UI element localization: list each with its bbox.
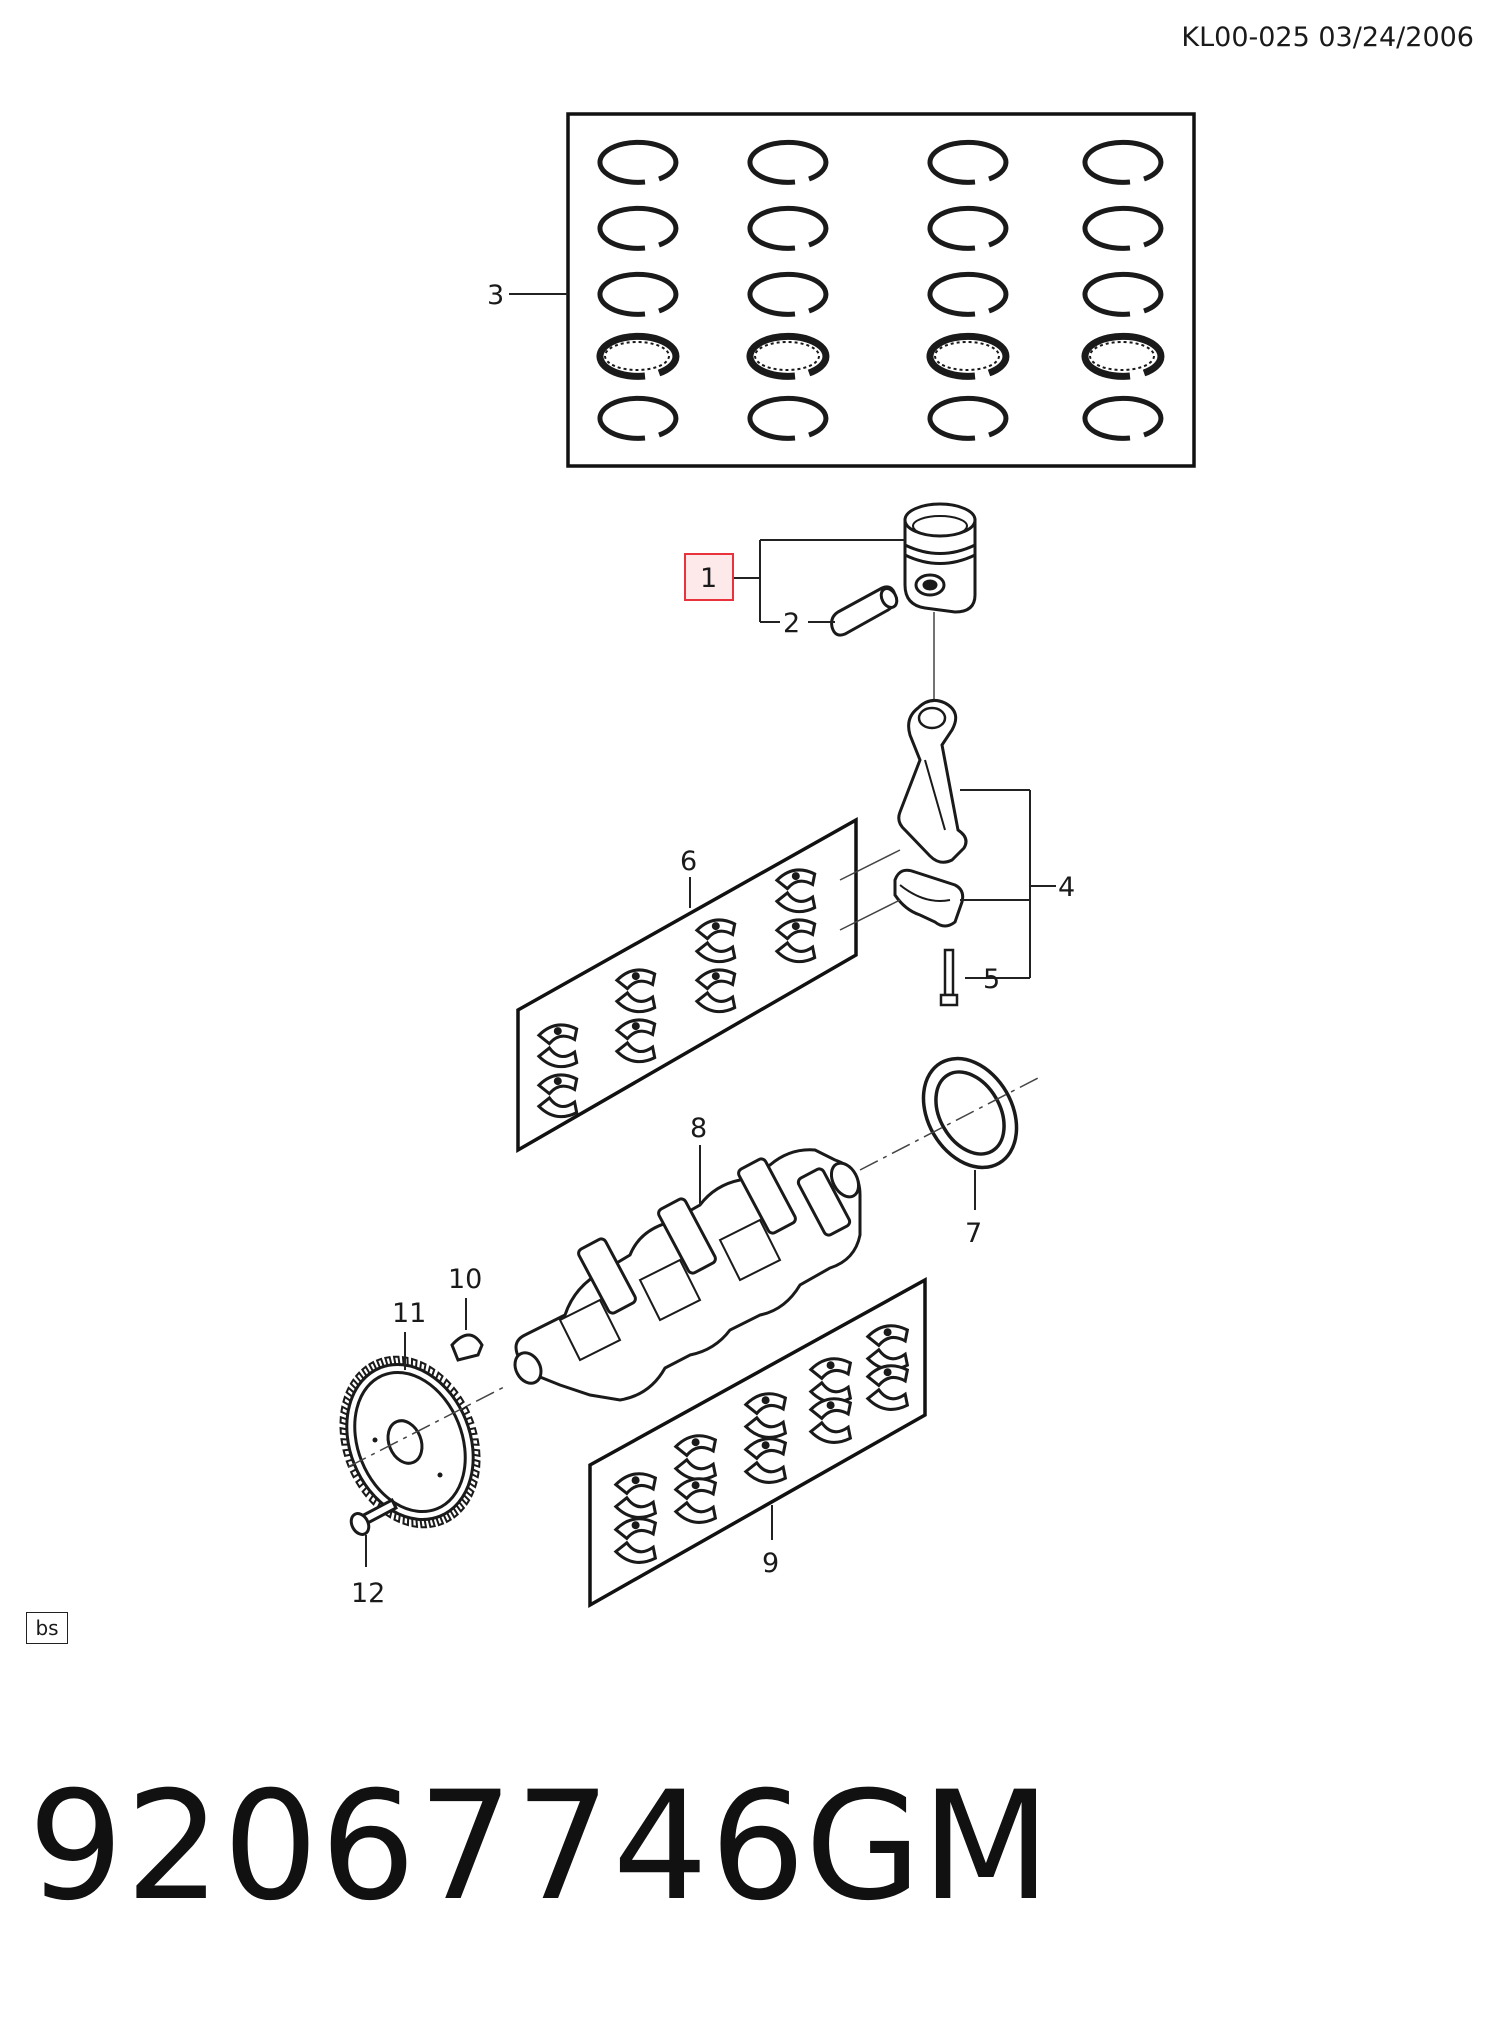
piston-ring xyxy=(747,395,829,441)
piston-ring xyxy=(1082,139,1164,185)
main-bearing-set-icon[interactable] xyxy=(588,1277,927,1609)
callout-12-label: 12 xyxy=(351,1578,385,1609)
gear-bolt-icon[interactable] xyxy=(348,1497,398,1537)
piston-ring xyxy=(1082,271,1164,317)
piston-ring xyxy=(747,205,829,251)
piston-ring xyxy=(746,332,830,380)
piston-ring xyxy=(747,139,829,185)
bearing-shell xyxy=(536,1073,579,1119)
bearing-shell xyxy=(536,1023,579,1069)
bearing-shell xyxy=(614,1018,657,1064)
piston-ring xyxy=(597,205,679,251)
piston-ring xyxy=(597,271,679,317)
callout-10[interactable]: 10 xyxy=(448,1264,482,1330)
piston-ring xyxy=(747,271,829,317)
bs-badge: bs xyxy=(26,1612,68,1644)
bearing-shell xyxy=(673,1434,718,1481)
piston-ring xyxy=(1081,332,1165,380)
bearing-shell xyxy=(743,1392,788,1439)
bearing-shell xyxy=(808,1357,853,1404)
bearing-shell xyxy=(808,1397,853,1444)
piston-ring xyxy=(1082,205,1164,251)
callout-8[interactable]: 8 xyxy=(690,1113,707,1205)
piston-ring xyxy=(927,271,1009,317)
piston-icon[interactable] xyxy=(903,502,977,614)
rod-bearing-set-icon[interactable] xyxy=(516,817,901,1154)
callout-2[interactable]: 2 xyxy=(783,608,835,639)
piston-ring xyxy=(927,139,1009,185)
callout-4-label: 4 xyxy=(1058,872,1075,903)
callout-1-label: 1 xyxy=(700,563,717,594)
gear-axis xyxy=(347,1384,509,1468)
bearing-shell xyxy=(694,968,737,1014)
woodruff-key-icon[interactable] xyxy=(450,1333,484,1362)
callout-1[interactable]: 1 xyxy=(684,539,905,623)
callout-5[interactable]: 5 xyxy=(965,964,1000,995)
piston-pin-icon[interactable] xyxy=(830,585,900,637)
callout-9-label: 9 xyxy=(762,1548,779,1579)
callout-3-label: 3 xyxy=(487,280,504,311)
bearing-shell xyxy=(613,1517,658,1564)
callout-7[interactable]: 7 xyxy=(965,1170,982,1249)
bearing-shell xyxy=(673,1477,718,1524)
callout-12[interactable]: 12 xyxy=(351,1535,385,1609)
bearing-shell xyxy=(774,918,817,964)
connecting-rod-icon[interactable] xyxy=(897,698,968,864)
part-number: 92067746 xyxy=(28,1760,808,1934)
piston-ring xyxy=(927,395,1009,441)
callout-11-label: 11 xyxy=(392,1298,426,1329)
piston-ring xyxy=(597,395,679,441)
bearing-shell xyxy=(865,1324,910,1371)
crank-gear-icon[interactable] xyxy=(324,1345,495,1538)
bearing-shell xyxy=(614,968,657,1014)
callout-9[interactable]: 9 xyxy=(762,1505,779,1579)
bearing-shell xyxy=(774,868,817,914)
callout-6[interactable]: 6 xyxy=(680,846,697,908)
callout-5-label: 5 xyxy=(983,964,1000,995)
callout-6-label: 6 xyxy=(680,846,697,877)
crank-axis xyxy=(859,1076,1041,1171)
callout-4[interactable]: 4 xyxy=(960,789,1075,979)
brand-name: GM xyxy=(805,1760,1051,1934)
document-code: KL00-025 03/24/2006 xyxy=(1181,22,1474,53)
piston-ring xyxy=(1082,395,1164,441)
crankshaft-icon[interactable] xyxy=(510,1148,864,1402)
piston-ring-set-icon[interactable] xyxy=(566,112,1196,468)
callout-7-label: 7 xyxy=(965,1218,982,1249)
rod-cap-icon[interactable] xyxy=(893,868,965,928)
callout-11[interactable]: 11 xyxy=(392,1298,426,1370)
piston-ring xyxy=(926,332,1010,380)
piston-ring xyxy=(597,139,679,185)
callout-2-label: 2 xyxy=(783,608,800,639)
piston-ring xyxy=(596,332,680,380)
piston-ring xyxy=(927,205,1009,251)
bearing-shell xyxy=(743,1437,788,1484)
bearing-shell xyxy=(694,918,737,964)
callout-8-label: 8 xyxy=(690,1113,707,1144)
rod-bolt-icon[interactable] xyxy=(939,948,959,1007)
bearing-shell xyxy=(865,1364,910,1411)
bearing-shell xyxy=(613,1472,658,1519)
callout-10-label: 10 xyxy=(448,1264,482,1295)
callout-3[interactable]: 3 xyxy=(487,280,568,311)
